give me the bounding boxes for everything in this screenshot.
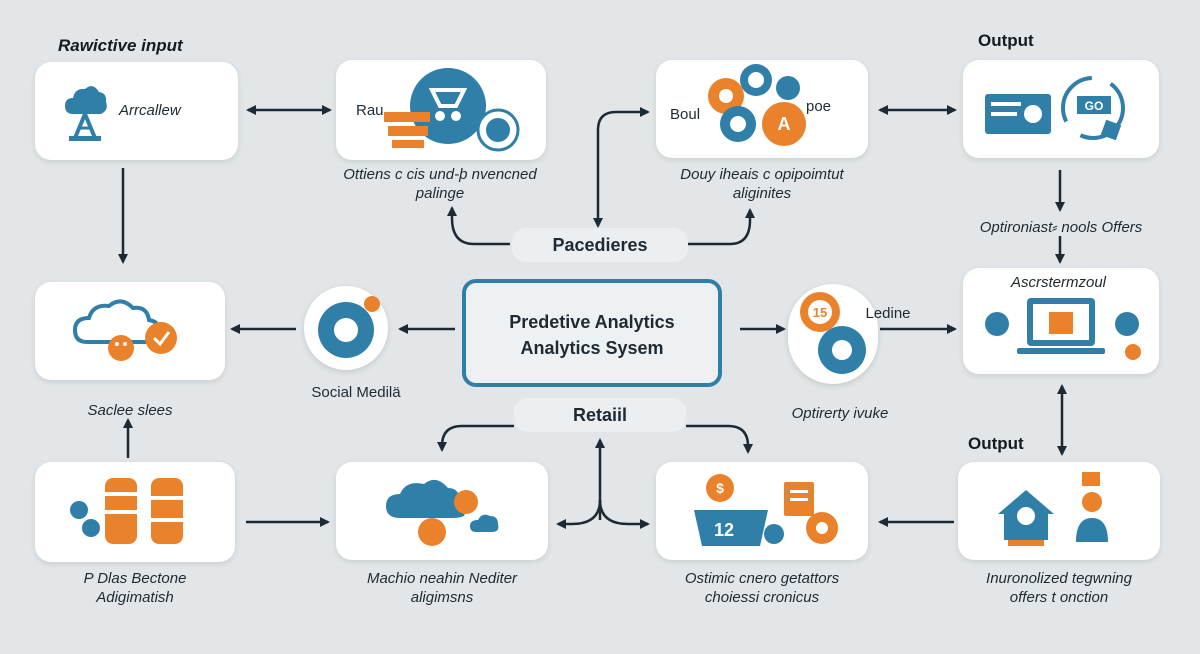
card-cloud-settings[interactable]	[35, 282, 225, 380]
caption-personalized-2: offers t onction	[1009, 589, 1109, 606]
svg-text:A: A	[778, 114, 791, 134]
header-raw-input: Rawictive input	[58, 36, 183, 55]
arrow-fork-right	[598, 499, 650, 529]
card-analysis-label-right: poe	[806, 98, 832, 115]
gears-icon: A	[708, 64, 806, 146]
caption-output-offers: Optironiast⸗ nools Offers	[979, 219, 1143, 236]
central-analytics-system[interactable]: Predetive Analytics Analytics Sysem	[462, 279, 722, 387]
arrow-fork-left	[556, 499, 602, 529]
dashboard-refresh-icon: GO	[985, 76, 1125, 141]
basket-gears-icon: $ 12	[694, 474, 838, 546]
arrow-pill-c3	[593, 107, 650, 228]
arrow-retail-right	[686, 424, 753, 454]
card-analysis[interactable]: A Boul poe	[656, 60, 868, 158]
caption-processing-2: palinge	[415, 185, 465, 202]
cloud-gear-icon	[72, 299, 177, 361]
caption-personalized-1: Inuronolized tegwning	[986, 570, 1132, 587]
card-analysis-label-left: Boul	[670, 106, 701, 123]
header-output-mid: Output	[968, 434, 1024, 453]
arrow-pill-left	[447, 206, 510, 246]
caption-cloud-settings: Saclee slees	[87, 402, 173, 419]
caption-ml-1: Machio neahin Nediter	[366, 570, 518, 587]
caption-ml-2: aligimsns	[410, 589, 474, 606]
card-raw-input[interactable]: Arrcallew	[35, 62, 238, 160]
card-processing[interactable]: Rau	[336, 60, 546, 160]
node-gears[interactable]: 15	[788, 284, 878, 384]
social-sync-icon	[318, 296, 380, 358]
laptop-dashboard-icon	[985, 298, 1141, 360]
svg-text:GO: GO	[1085, 99, 1104, 113]
card-machine-learning[interactable]	[336, 462, 548, 560]
label-ledine: Ledine	[865, 305, 911, 322]
center-title-line1: Predetive Analytics	[509, 312, 675, 332]
arrow-pill-right	[688, 208, 755, 246]
pill-procedures[interactable]: Pacedieres	[512, 228, 688, 262]
caption-optimization-1: Ostimic cnero getattors	[684, 570, 840, 587]
card-raw-input-label: Arrcallew	[119, 102, 181, 119]
card-monitoring-label: Ascrstermzoul	[1011, 274, 1107, 291]
gear-pair-icon: 15	[800, 292, 866, 374]
svg-text:15: 15	[813, 305, 827, 320]
svg-text:$: $	[716, 480, 724, 496]
caption-analysis-2: aliginites	[732, 185, 792, 202]
cloud-tower-icon	[65, 86, 107, 141]
card-optimization[interactable]: $ 12	[656, 462, 868, 560]
header-output-top: Output	[978, 31, 1034, 50]
node-social-media[interactable]	[304, 286, 388, 370]
card-monitoring[interactable]: Ascrstermzoul	[963, 268, 1159, 374]
caption-social-media: Social Medilä	[311, 384, 401, 401]
network-robot-icon	[384, 68, 520, 152]
card-processing-label: Rau	[356, 102, 384, 119]
caption-analysis-1: Douy iheais c opipoimtut	[680, 166, 844, 183]
presenter-icon	[998, 472, 1108, 546]
caption-optimization-2: choiessi cronicus	[704, 589, 820, 606]
arrow-retail-left	[437, 424, 514, 452]
database-icon	[70, 478, 183, 544]
caption-processing-1: Ottiens c cis und-þ nvencned	[343, 166, 537, 183]
card-databases[interactable]	[35, 462, 235, 562]
caption-databases-2: Adigimatish	[96, 589, 174, 606]
card-personalized-offers[interactable]	[958, 462, 1160, 560]
caption-optirerty: Optirerty ivuke	[791, 405, 889, 422]
card-output-top[interactable]: GO	[963, 60, 1159, 158]
svg-text:12: 12	[714, 520, 734, 540]
center-title-line2: Analytics Sysem	[520, 338, 664, 358]
cloud-network-icon	[386, 479, 499, 546]
pill-retail[interactable]: Retaiil	[514, 398, 686, 432]
caption-databases-1: P Dlas Bectone	[83, 570, 187, 587]
